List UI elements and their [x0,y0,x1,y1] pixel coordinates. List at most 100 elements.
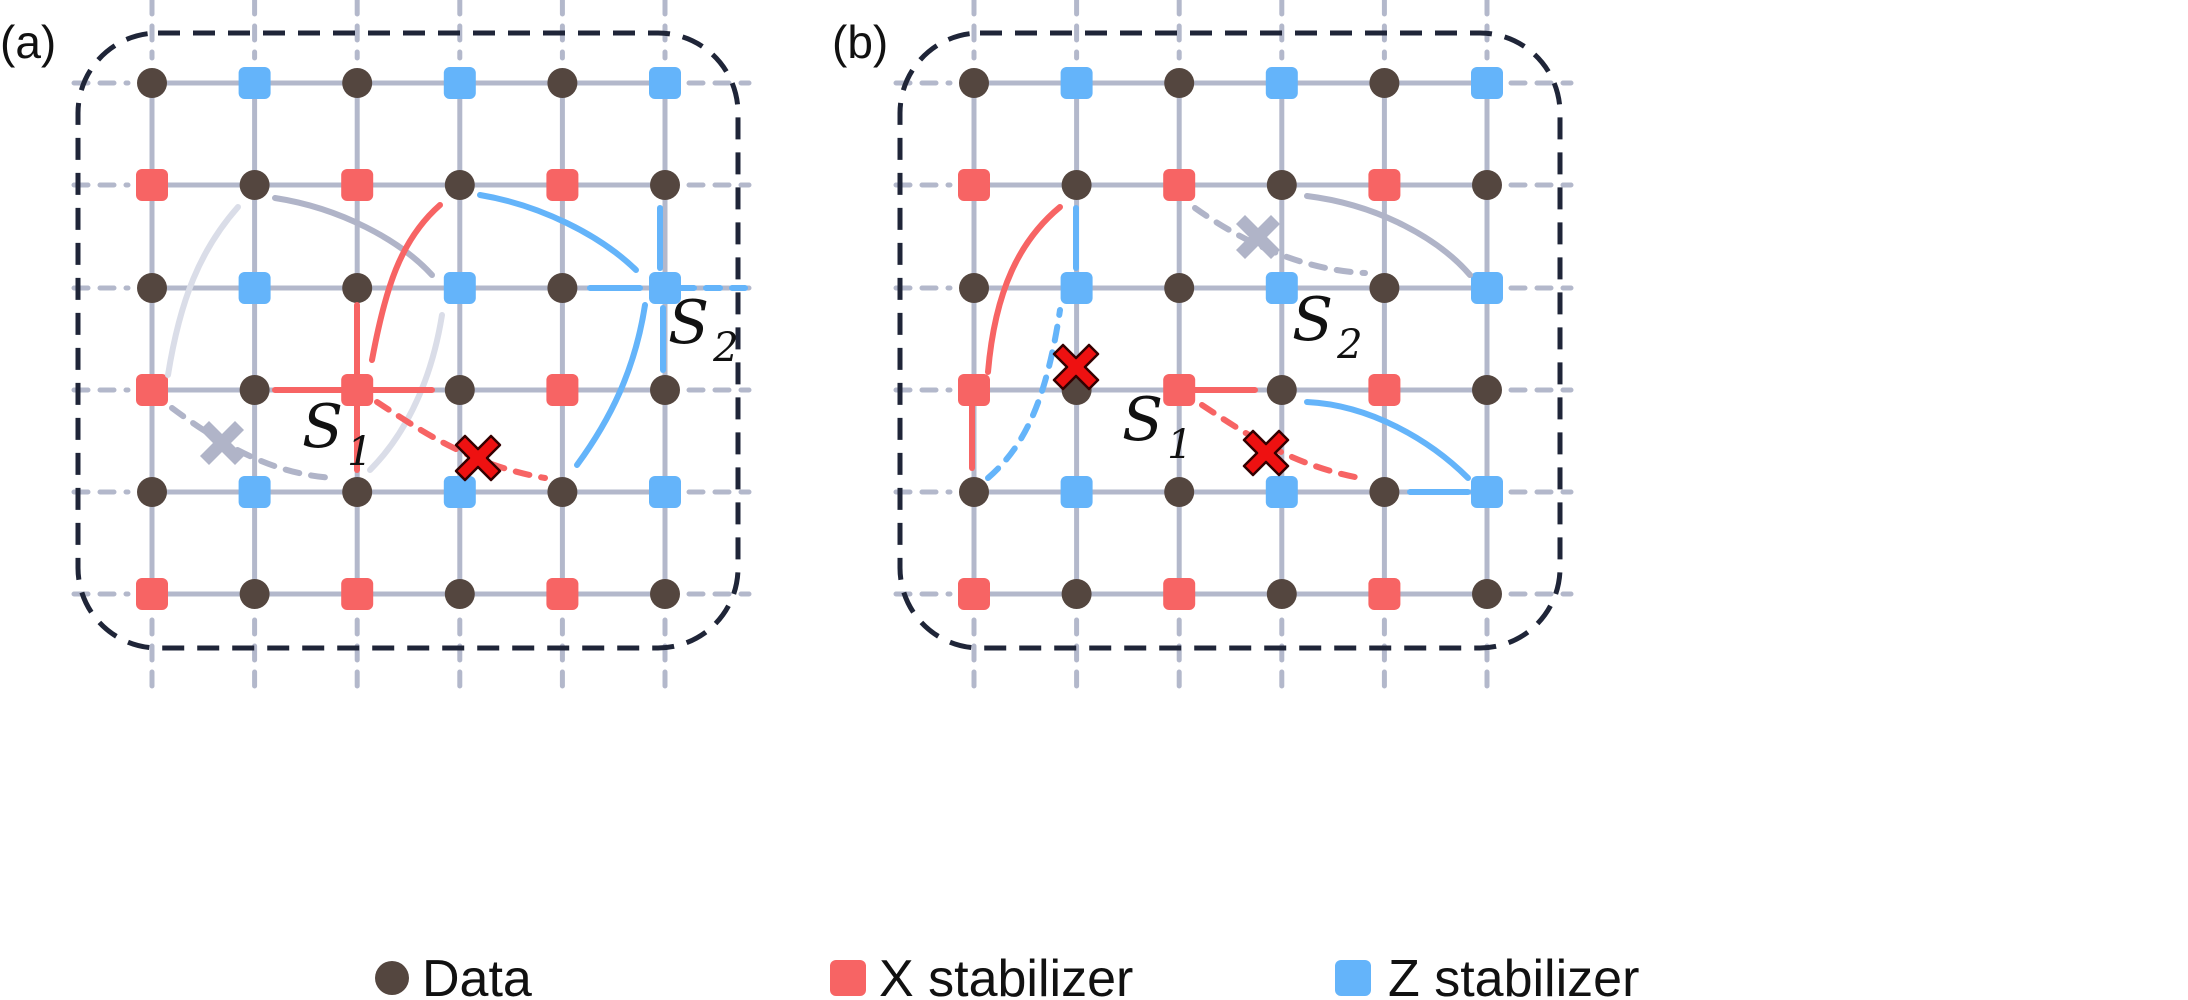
data-qubit [342,273,373,303]
label-s1-subscript: 1 [1167,422,1192,468]
legend-z-marker [1335,960,1371,996]
data-qubit [239,579,270,609]
z-stabilizer [238,476,271,508]
data-qubit [342,477,373,507]
data-qubit [1472,375,1502,405]
data-qubit [1061,579,1092,609]
z-stabilizer [1471,67,1503,99]
data-qubit [1369,68,1400,98]
label-s1-subscript: 1 [347,429,372,475]
z-stabilizer [1471,272,1503,304]
data-qubit [547,273,578,303]
data-qubit [1369,273,1400,303]
data-qubit [650,579,680,609]
data-qubit [239,170,270,200]
x-chain-curve [369,202,443,363]
legend-x-marker [830,960,866,996]
z-chain-curve [477,192,639,273]
faded-dashed-path [169,405,338,481]
z-stabilizer [649,272,681,304]
x-stabilizer [958,374,990,406]
data-qubit [547,68,578,98]
data-qubit [650,375,680,405]
z-stabilizer [1265,272,1298,304]
z-stabilizer [1265,476,1298,508]
label-s2-subscript: 2 [712,325,738,371]
panel-label: (b) [832,16,888,68]
x-stabilizer [136,578,168,610]
x-stabilizer [136,374,168,406]
z-stabilizer [1471,476,1503,508]
z-chain-curve [574,302,648,468]
faded-error-mark [200,421,244,465]
x-stabilizer [546,578,579,610]
data-qubit [1266,579,1297,609]
label-s2-letter: S [668,288,709,358]
data-qubit [1369,477,1400,507]
data-qubit [1164,68,1195,98]
data-qubit [137,477,167,507]
label-s2-subscript: 2 [1336,322,1362,368]
data-qubit [547,477,578,507]
data-qubit [959,68,989,98]
data-qubit [959,273,989,303]
z-stabilizer [649,476,681,508]
x-stabilizer [136,169,168,201]
code-boundary [75,30,741,651]
x-stabilizer [546,169,579,201]
x-stabilizer [341,169,374,201]
legend-label-x-stabilizer: X stabilizer [879,950,1133,1000]
z-stabilizer [238,272,271,304]
data-qubit [444,579,475,609]
x-stabilizer [958,169,990,201]
faded-path [1304,193,1473,278]
data-qubit [1266,375,1297,405]
z-stabilizer [443,476,476,508]
data-qubit [239,375,270,405]
z-stabilizer [649,67,681,99]
x-stabilizer [546,374,579,406]
z-stabilizer [1060,67,1093,99]
legend-data-marker [375,961,409,995]
faded-path [272,195,435,278]
faded-path [367,312,445,473]
label-s1-letter: S [1122,385,1163,455]
z-chain-curve [1304,399,1471,481]
z-stabilizer [1265,67,1298,99]
data-qubit [1164,477,1195,507]
label-s1-letter: S [302,392,343,462]
z-stabilizer [1060,272,1093,304]
z-chain-dashed [985,307,1063,481]
legend-label-data: Data [422,950,532,1000]
z-stabilizer [238,67,271,99]
code-boundary [897,30,1563,651]
x-stabilizer [1368,374,1401,406]
data-qubit [137,273,167,303]
data-qubit [1472,579,1502,609]
label-s2-letter: S [1292,285,1333,355]
z-stabilizer [1060,476,1093,508]
x-chain-dashed [374,399,548,481]
x-stabilizer [341,578,374,610]
data-qubit [1266,170,1297,200]
legend: Data X stabilizer Z stabilizer [375,950,1639,1000]
data-qubit [650,170,680,200]
legend-label-z-stabilizer: Z stabilizer [1388,950,1639,1000]
data-qubit [1164,273,1195,303]
error-mark [1242,429,1290,477]
error-mark [454,434,502,482]
x-stabilizer [1163,169,1196,201]
data-qubit [342,68,373,98]
x-stabilizer [1163,374,1196,406]
x-chain-curve [985,204,1063,375]
x-stabilizer [1368,578,1401,610]
error-mark [1052,343,1100,391]
data-qubit [137,68,167,98]
